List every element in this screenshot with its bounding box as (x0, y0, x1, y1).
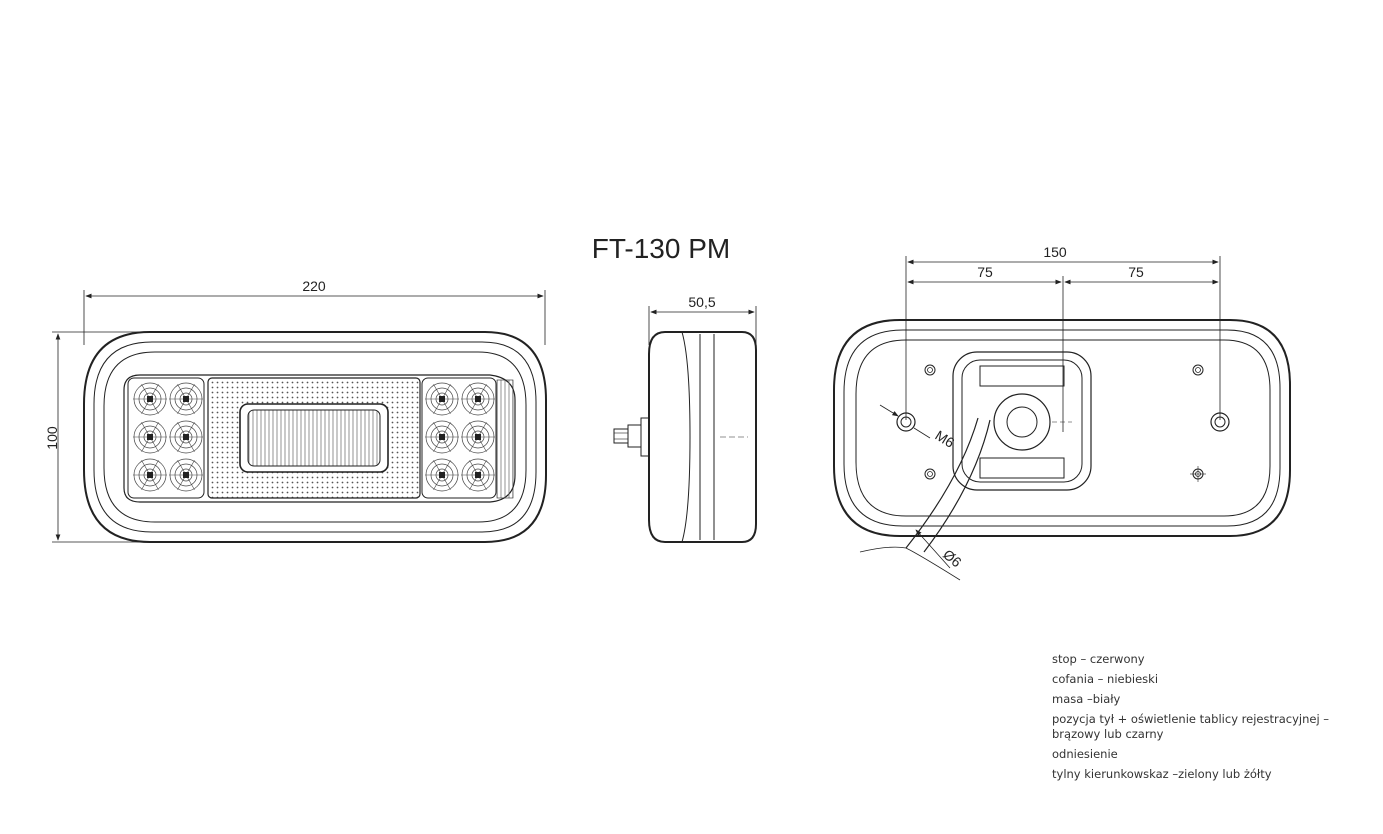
spacing-overall-label: 150 (1043, 244, 1067, 260)
led-chip (183, 396, 189, 402)
led-chip (147, 434, 153, 440)
led-chip (147, 396, 153, 402)
led-chip (439, 472, 445, 478)
led-chip (183, 434, 189, 440)
legend-item: cofania – niebieski (1052, 672, 1159, 686)
spacing-left-label: 75 (977, 264, 993, 280)
legend-item: masa –biały (1052, 692, 1121, 706)
spacing-right-label: 75 (1128, 264, 1144, 280)
led-cluster-left (133, 382, 203, 492)
wire-color-legend: stop – czerwony cofania – niebieski masa… (1052, 652, 1352, 787)
front-view (52, 290, 547, 543)
led-chip (475, 396, 481, 402)
led-cluster-right (425, 382, 495, 492)
legend-item: odniesienie (1052, 747, 1118, 761)
led-chip (439, 396, 445, 402)
width-dimension-label: 220 (302, 278, 326, 294)
led-chip (147, 472, 153, 478)
led-chip (475, 472, 481, 478)
height-dimension-label: 100 (44, 426, 60, 450)
legend-item: pozycja tył + oświetlenie tablicy rejest… (1052, 712, 1330, 741)
legend-item: stop – czerwony (1052, 652, 1145, 666)
thread-label: M6 (932, 427, 957, 451)
depth-dimension-label: 50,5 (688, 294, 715, 310)
legend-item: tylny kierunkowskaz –zielony lub żółty (1052, 767, 1272, 781)
led-chip (439, 434, 445, 440)
cable-diameter-label: Ø6 (940, 546, 965, 570)
rear-view (833, 256, 1291, 581)
led-chip (183, 472, 189, 478)
side-view (613, 306, 757, 543)
led-chip (475, 434, 481, 440)
drawing-title: FT-130 PM (592, 233, 730, 264)
